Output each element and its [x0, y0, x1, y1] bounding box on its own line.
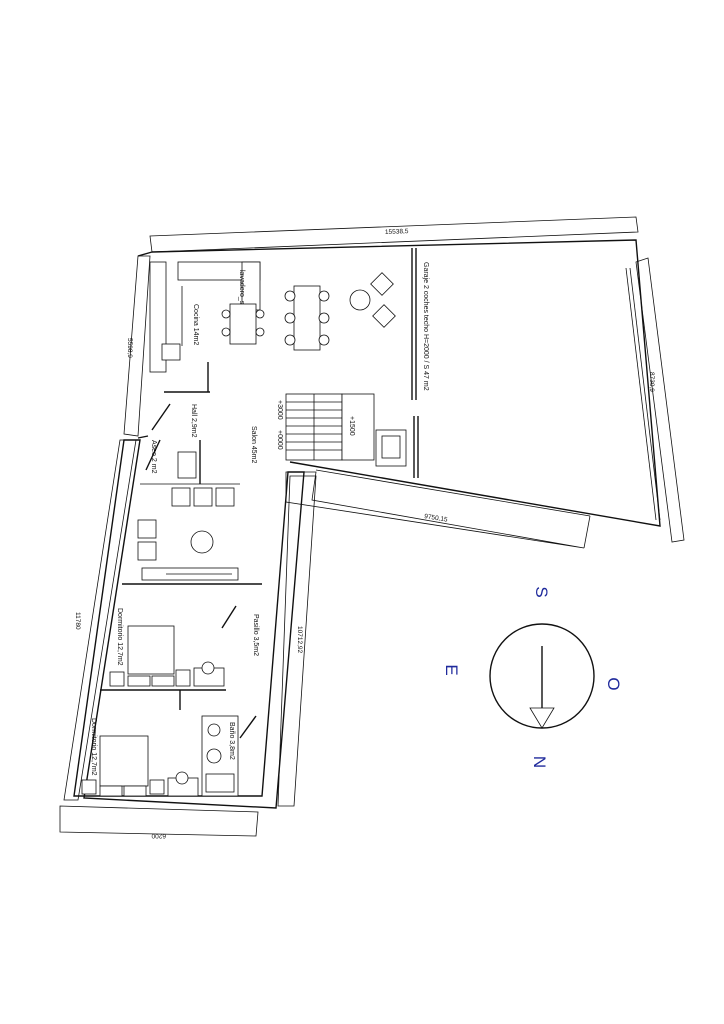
level-zero: +0000: [276, 430, 283, 450]
garage-walls: [137, 239, 661, 527]
room-label-pasillo: Pasillo 3,5m2: [252, 614, 259, 656]
dimension-garage-right: 8730,9: [625, 257, 685, 543]
dimension-garage-bottom: 9750,15: [285, 469, 591, 549]
dimension-center-right-text: 10712,92: [296, 626, 303, 653]
dormitorio-2: Dormitorio 12,7m2: [81, 718, 199, 797]
room-label-aseo: Aseo 2 m2: [150, 440, 157, 474]
dimension-left-long: 11780: [74, 612, 81, 630]
dining-table: [284, 285, 330, 351]
compass: S E O N: [442, 586, 623, 768]
room-label-lavadero: lavadero_seca: [238, 270, 245, 316]
dimension-bottom: 6200: [59, 805, 259, 839]
salon: Salon 45m2 +3000 +0000: [122, 400, 283, 585]
dimension-top: 15538,5: [149, 216, 639, 253]
level-plus1500: +1500: [348, 416, 355, 436]
pasillo: Pasillo 3,5m2: [221, 605, 259, 739]
compass-label-s: S: [532, 586, 551, 597]
dimension-garage-bottom-text: 9750,15: [424, 513, 449, 524]
dormitorio-1: Dormitorio 12,7m2: [100, 608, 226, 710]
room-label-dormitorio2: Dormitorio 12,7m2: [90, 718, 97, 776]
compass-label-e: E: [442, 664, 461, 675]
room-label-hall: Hall 2,9m2: [190, 404, 197, 438]
dimension-top-text: 15538,5: [385, 228, 409, 236]
garage-box: [375, 429, 407, 467]
dimension-garage-right-text: 8730,9: [648, 372, 655, 392]
dimension-center-right: 10712,92: [277, 475, 317, 807]
room-label-cocina: Cocina 14m2: [192, 304, 199, 345]
room-label-garage: Garaje 2 coches techo H=2000 / S 47 m2: [422, 262, 429, 391]
dimension-left-upper-text: 5598,9: [126, 338, 133, 358]
compass-label-o: O: [604, 677, 623, 690]
room-label-bano: Baño 3,8m2: [228, 722, 235, 760]
compass-label-n: N: [530, 756, 549, 768]
compass-arrow-head: [529, 707, 555, 729]
level-plus3000: +3000: [276, 400, 283, 420]
room-label-dormitorio1: Dormitorio 12,7m2: [116, 608, 123, 666]
dimension-left-upper: 5598,9: [123, 255, 151, 437]
dimension-bottom-text: 6200: [151, 832, 166, 839]
dimension-left-long-text: 11780: [74, 612, 81, 630]
stairs: +1500: [285, 393, 375, 461]
hall-area: Hall 2,9m2 Aseo 2 m2: [140, 403, 240, 485]
kitchen: Cocina 14m2 lavadero_seca: [149, 261, 265, 393]
bano: Baño 3,8m2: [201, 715, 239, 797]
lounge-chairs: [349, 272, 396, 328]
room-label-salon: Salon 45m2: [250, 426, 257, 463]
